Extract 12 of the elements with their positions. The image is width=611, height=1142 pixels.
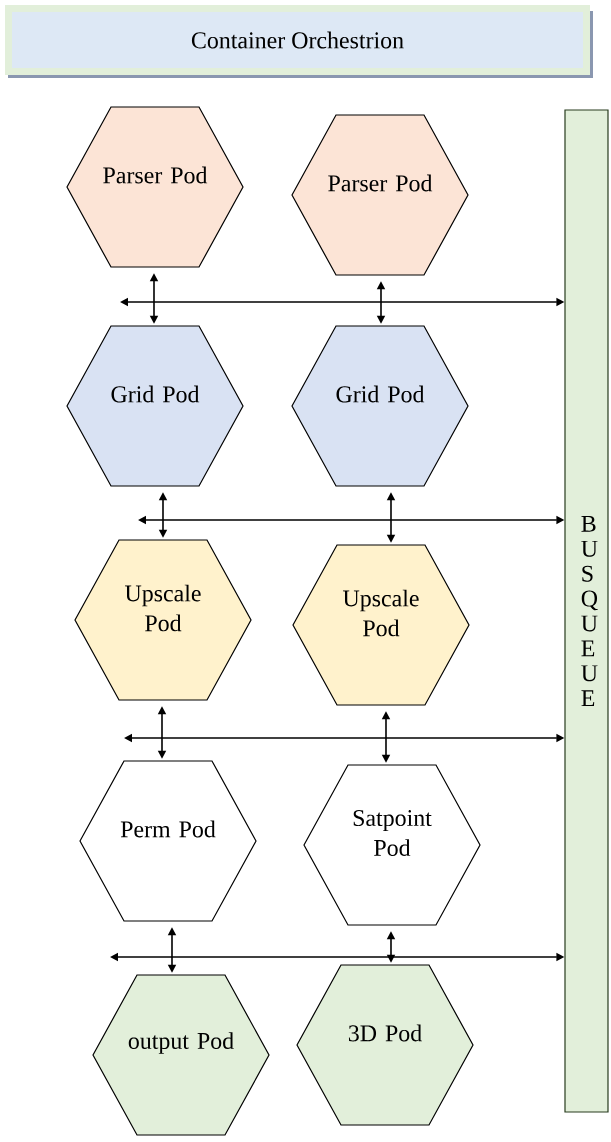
hexagon-pod: Grid Pod	[291, 325, 469, 487]
hexagon-pod: Parser Pod	[66, 106, 244, 268]
hexagon-pod: Perm Pod	[79, 760, 257, 922]
hexagon-pod: Parser Pod	[291, 114, 469, 276]
hexagon-pod: Upscale Pod	[74, 539, 252, 701]
queue-bar: BUS QUEUE	[564, 109, 609, 1113]
hexagon-pod: Upscale Pod	[292, 544, 470, 706]
hexagon-pod: Grid Pod	[66, 325, 244, 487]
hexagon-pod: 3D Pod	[296, 964, 474, 1126]
title-box: Container Orchestrion	[5, 5, 593, 78]
hexagon-pod: Satpoint Pod	[303, 764, 481, 926]
hexagon-pod: output Pod	[92, 974, 270, 1136]
